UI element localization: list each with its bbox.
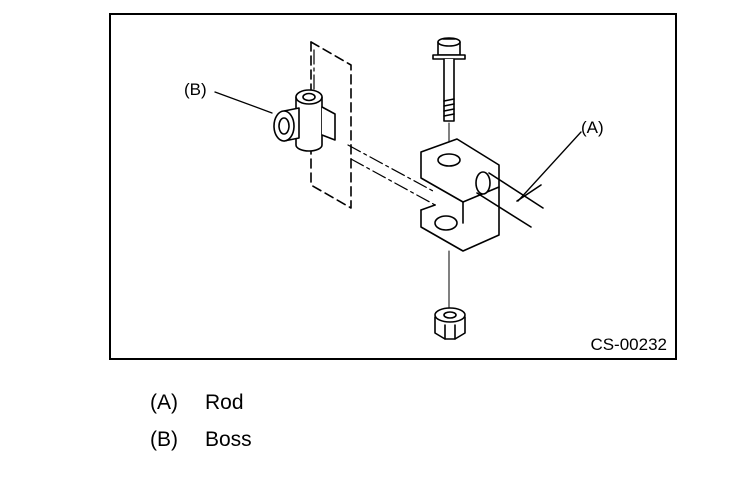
figure-code: CS-00232 [590,335,667,354]
callout-a: (A) [581,118,604,137]
legend-label: Rod [205,391,244,414]
legend-item-rod: (A) Rod [150,391,244,415]
bushing-exploded-view [214,37,582,340]
legend-key: (A) [150,391,178,414]
bolt-part [432,37,466,148]
leader-lines [214,91,582,202]
rod-part [475,171,544,228]
diagram-frame: (B) (A) CS-00232 [109,13,677,360]
assembly-guide-lines [313,49,438,207]
boss-part [273,89,336,152]
legend-item-boss: (B) Boss [150,428,252,452]
clamp-bracket [420,138,500,310]
nut-part [434,307,466,340]
callout-b: (B) [184,80,207,99]
legend-label: Boss [205,428,252,451]
legend-key: (B) [150,428,178,451]
